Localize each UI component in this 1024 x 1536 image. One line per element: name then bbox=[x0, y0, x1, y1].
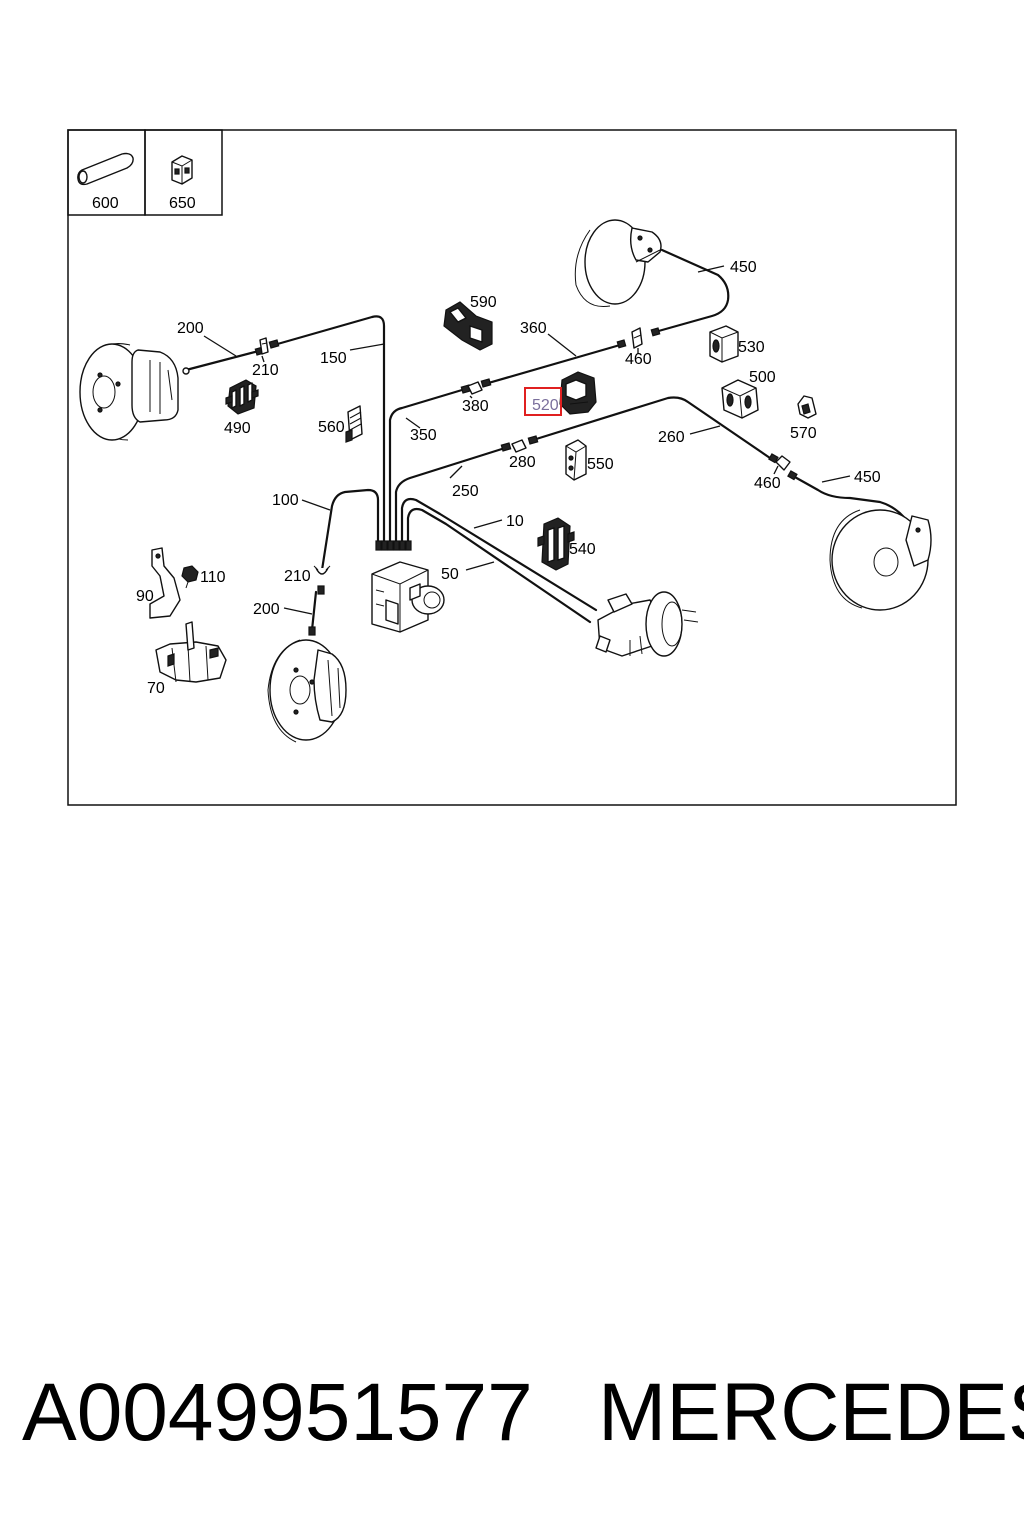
callout-350[interactable]: 350 bbox=[410, 427, 437, 444]
part-number: A0049951577 bbox=[22, 1367, 533, 1458]
legend-label-600: 600 bbox=[92, 195, 119, 212]
fitting-280-icon bbox=[511, 439, 527, 453]
bracket-70-icon bbox=[155, 621, 227, 683]
callout-560[interactable]: 560 bbox=[318, 419, 345, 436]
callout-590[interactable]: 590 bbox=[470, 294, 497, 311]
callout-490[interactable]: 490 bbox=[224, 420, 251, 437]
tube-icon bbox=[77, 152, 134, 186]
callout-360[interactable]: 360 bbox=[520, 320, 547, 337]
clip-210-lower-icon bbox=[313, 565, 331, 575]
callout-200a[interactable]: 200 bbox=[177, 320, 204, 337]
callout-210b[interactable]: 210 bbox=[284, 568, 311, 585]
clip-490-icon bbox=[225, 379, 259, 415]
clip-460-top-icon bbox=[631, 327, 643, 349]
callout-50[interactable]: 50 bbox=[441, 566, 459, 583]
bracket-590-icon bbox=[443, 301, 493, 351]
callout-450b[interactable]: 450 bbox=[854, 469, 881, 486]
leader-lines bbox=[203, 265, 851, 615]
callout-labels: 200 210 150 490 560 590 360 460 450 530 … bbox=[136, 259, 881, 697]
clip-540-icon bbox=[537, 517, 575, 571]
rear-right-disc-icon bbox=[829, 509, 932, 611]
callout-540[interactable]: 540 bbox=[569, 541, 596, 558]
clip-570-icon bbox=[797, 395, 817, 419]
callout-70[interactable]: 70 bbox=[147, 680, 165, 697]
legend-label-650: 650 bbox=[169, 195, 196, 212]
rear-right-top-disc-icon bbox=[574, 219, 662, 308]
callout-10[interactable]: 10 bbox=[506, 513, 524, 530]
brand-name: MERCEDES bbox=[598, 1367, 1024, 1458]
abs-unit-icon bbox=[371, 561, 445, 633]
callout-260[interactable]: 260 bbox=[658, 429, 685, 446]
callout-200b[interactable]: 200 bbox=[253, 601, 280, 618]
callout-100[interactable]: 100 bbox=[272, 492, 299, 509]
highlight-box bbox=[524, 387, 562, 416]
brake-lines bbox=[184, 248, 914, 636]
front-left-disc-icon bbox=[79, 343, 190, 441]
callout-530[interactable]: 530 bbox=[738, 339, 765, 356]
brake-pad-520-icon bbox=[559, 371, 597, 415]
callout-450a[interactable]: 450 bbox=[730, 259, 757, 276]
connector-530-icon bbox=[709, 325, 739, 363]
connector-block-icon bbox=[171, 155, 193, 185]
callout-110[interactable]: 110 bbox=[200, 569, 226, 586]
callout-500[interactable]: 500 bbox=[749, 369, 776, 386]
bolt-110-icon bbox=[181, 565, 199, 589]
connector-550-icon bbox=[565, 439, 587, 481]
callout-380[interactable]: 380 bbox=[462, 398, 489, 415]
callout-570[interactable]: 570 bbox=[790, 425, 817, 442]
master-cylinder-icon bbox=[595, 591, 699, 657]
legend-box-600[interactable]: 600 bbox=[67, 129, 146, 216]
callout-210a[interactable]: 210 bbox=[252, 362, 279, 379]
legend-box-650[interactable]: 650 bbox=[144, 129, 223, 216]
callout-520: 520 bbox=[532, 397, 559, 414]
callout-150[interactable]: 150 bbox=[320, 350, 347, 367]
front-left-lower-disc-icon bbox=[267, 639, 347, 743]
diagram-frame bbox=[67, 129, 957, 806]
callout-520-highlight[interactable]: 520 bbox=[524, 387, 562, 416]
callout-460b[interactable]: 460 bbox=[754, 475, 781, 492]
connector-500-icon bbox=[721, 379, 759, 419]
fitting-380-icon bbox=[467, 381, 483, 395]
clip-460-lower-icon bbox=[775, 455, 791, 471]
callout-550[interactable]: 550 bbox=[587, 456, 614, 473]
clip-560-icon bbox=[345, 405, 363, 443]
callout-460a[interactable]: 460 bbox=[625, 351, 652, 368]
clip-210-icon bbox=[259, 337, 269, 355]
callout-90[interactable]: 90 bbox=[136, 588, 154, 605]
callout-280[interactable]: 280 bbox=[509, 454, 536, 471]
bracket-90-icon bbox=[149, 547, 181, 619]
callout-250[interactable]: 250 bbox=[452, 483, 479, 500]
